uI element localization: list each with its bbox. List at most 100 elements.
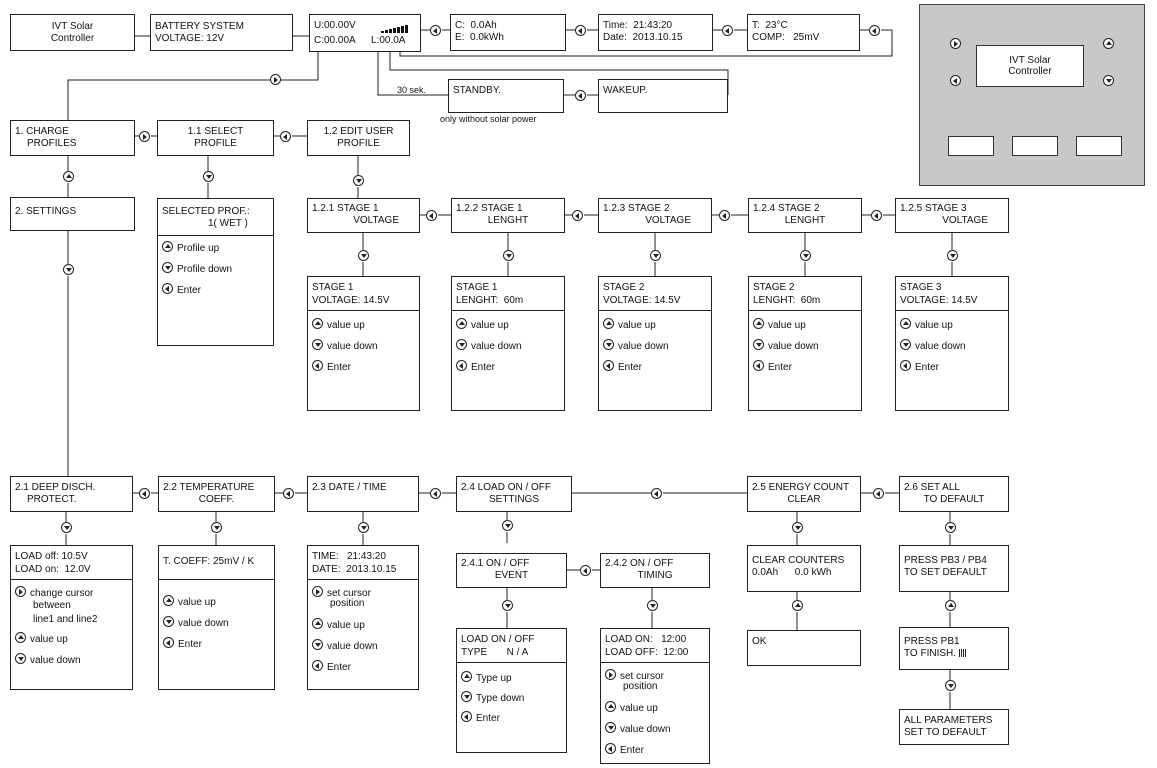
standby-delay-label: 30 sek. <box>397 85 427 95</box>
load-on-off-box: 2.4 LOAD ON / OFF SETTINGS <box>456 476 572 512</box>
edit-user-profile-line-2: PROFILE <box>337 138 380 149</box>
stage-detail-line-2: VOLTAGE: 14.5V <box>900 295 978 306</box>
profile-down-control: Profile down <box>162 262 232 276</box>
stage-title-line-2: LENGHT <box>784 215 826 226</box>
set-cursor-label: set cursor <box>327 588 371 599</box>
press-pb3-pb4-box: PRESS PB3 / PB4 TO SET DEFAULT <box>899 545 1009 592</box>
value-down-label: value down <box>768 341 819 352</box>
energy-line-2: E: 0.0kWh <box>455 32 504 43</box>
enter-label: Enter <box>471 362 495 373</box>
change-cursor-line-2: between <box>33 600 71 611</box>
set-default-line-1: 2.6 SET ALL <box>904 482 960 493</box>
wakeup-box: WAKEUP. <box>598 79 728 113</box>
type-down-control: Type down <box>461 691 524 705</box>
right-button-icon <box>605 669 616 680</box>
load-event-box: 2.4.1 ON / OFF EVENT <box>456 553 567 588</box>
value-down-label: value down <box>915 341 966 352</box>
load-off-value: LOAD off: 10.5V <box>15 551 88 562</box>
selected-profile-line-1: SELECTED PROF.: <box>162 206 250 217</box>
battery-line-1: BATTERY SYSTEM <box>155 21 244 32</box>
type-up-control: Type up <box>461 671 512 685</box>
enter-label: Enter <box>620 745 644 756</box>
date-time-label: 2.3 DATE / TIME <box>312 482 387 493</box>
enter-control: Enter <box>163 637 202 651</box>
press-pb1-box: PRESS PB1 TO FINISH. <box>899 627 1009 670</box>
value-down-control: value down <box>163 616 229 630</box>
up-button-icon <box>312 318 323 329</box>
set-default-box: 2.6 SET ALL TO DEFAULT <box>899 476 1009 512</box>
enter-label: Enter <box>177 285 201 296</box>
value-up-label: value up <box>620 703 658 714</box>
up-button-icon <box>1103 38 1114 49</box>
press-pb34-line-1: PRESS PB3 / PB4 <box>904 555 987 566</box>
left-arrow-icon <box>430 488 441 499</box>
value-up-label: value up <box>327 620 365 631</box>
left-arrow-icon <box>280 131 291 142</box>
left-arrow-icon <box>719 210 730 221</box>
load-off-time: LOAD OFF: 12:00 <box>605 647 689 658</box>
down-button-icon <box>312 639 323 650</box>
time-line-2: Date: 2013.10.15 <box>603 32 683 43</box>
value-down-label: value down <box>618 341 669 352</box>
up-button-icon <box>312 618 323 629</box>
stage-detail-line-2: VOLTAGE: 14.5V <box>312 295 390 306</box>
charge-profiles-box: 1. CHARGE PROFILES <box>10 120 135 156</box>
enter-label: Enter <box>327 362 351 373</box>
down-button-icon <box>753 339 764 350</box>
select-profile-line-2: PROFILE <box>194 138 237 149</box>
select-profile-line-1: 1.1 SELECT <box>187 126 244 137</box>
set-cursor-line-2: position <box>330 598 365 609</box>
type-down-label: Type down <box>476 693 525 704</box>
left-arrow-icon <box>575 90 586 101</box>
stage-title-line-2: VOLTAGE <box>942 215 988 226</box>
stage-2-voltage-detail: STAGE 2 VOLTAGE: 14.5V value up value do… <box>598 276 712 411</box>
left-arrow-icon <box>871 210 882 221</box>
down-arrow-icon <box>650 250 661 261</box>
enter-label: Enter <box>618 362 642 373</box>
controller-line-1: IVT Solar <box>51 20 94 32</box>
value-up-control: value up <box>163 595 216 609</box>
energy-count-box: 2.5 ENERGY COUNT CLEAR <box>747 476 861 512</box>
up-button-icon <box>605 701 616 712</box>
up-button-icon <box>163 595 174 606</box>
voltage-reading: U:00.00V <box>314 20 356 31</box>
profile-up-label: Profile up <box>177 243 220 254</box>
standby-text: STANDBY. <box>453 85 501 96</box>
main-lcd-box: U:00.00V C:00.00A L:00.0A <box>309 14 421 52</box>
temp-coeff-line-2: COEFF. <box>198 494 235 505</box>
type-up-label: Type up <box>476 673 512 684</box>
device-screen: IVT Solar Controller <box>976 45 1084 87</box>
time-value: TIME: 21:43:20 <box>312 551 386 562</box>
all-params-line-2: SET TO DEFAULT <box>904 727 987 738</box>
load-event-line-2: EVENT <box>494 570 529 581</box>
left-arrow-icon <box>869 25 880 36</box>
enter-control: Enter <box>603 360 642 374</box>
clear-counters-line-1: CLEAR COUNTERS <box>752 555 845 566</box>
left-button-icon <box>605 743 616 754</box>
right-arrow-icon <box>139 131 150 142</box>
deep-disch-line-2: PROTECT. <box>27 494 77 505</box>
stage-1-length-box: 1.2.2 STAGE 1 LENGHT <box>451 198 565 233</box>
load-event-line-1: 2.4.1 ON / OFF <box>461 558 530 569</box>
left-arrow-icon <box>426 210 437 221</box>
edit-user-profile-line-1: 1.2 EDIT USER <box>323 126 394 137</box>
controller-box: IVT Solar Controller <box>10 14 135 51</box>
load-on-off-line-2: SETTINGS <box>488 494 539 505</box>
device-button-1 <box>948 136 994 156</box>
value-up-label: value up <box>618 320 656 331</box>
stage-2-length-box: 1.2.4 STAGE 2 LENGHT <box>748 198 862 233</box>
down-arrow-icon <box>353 175 364 186</box>
settings-box: 2. SETTINGS <box>10 197 135 231</box>
profile-up-control: Profile up <box>162 241 219 255</box>
value-down-label: value down <box>30 655 81 666</box>
temp-line-2: COMP: 25mV <box>752 32 820 43</box>
left-button-icon <box>753 360 764 371</box>
stage-title-line-1: 1.2.3 STAGE 2 <box>603 203 670 214</box>
controller-device: IVT Solar Controller <box>919 4 1145 186</box>
down-button-icon <box>15 653 26 664</box>
ok-box: OK <box>747 630 861 666</box>
change-cursor-control: change cursor <box>15 586 93 600</box>
up-button-icon <box>753 318 764 329</box>
press-pb1-line-2: TO FINISH. <box>904 648 1004 660</box>
